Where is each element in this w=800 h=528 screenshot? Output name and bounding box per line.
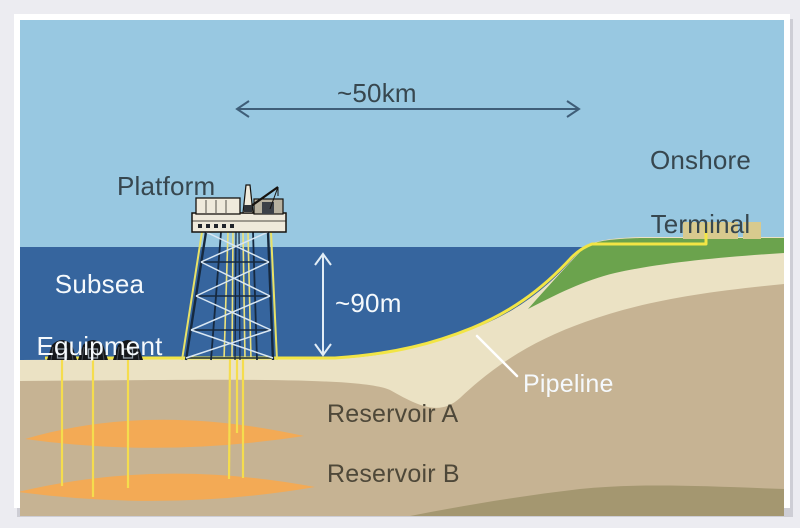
distance-label: ~50km <box>337 78 417 108</box>
onshore-terminal-label: Onshore Terminal <box>628 144 773 240</box>
onshore-terminal-line2: Terminal <box>650 209 751 239</box>
depth-arrow <box>314 252 332 357</box>
sky-region <box>20 20 784 247</box>
distance-arrow <box>235 100 581 118</box>
pipeline-leader-line <box>475 334 519 378</box>
deep-layer <box>410 485 784 516</box>
subsea-equipment-line1: Subsea <box>54 269 145 299</box>
terminal-building-large <box>683 222 738 239</box>
pipeline-path <box>45 224 708 360</box>
pipeline-label: Pipeline <box>523 370 614 398</box>
seabed-cream-layer <box>20 237 784 408</box>
well-lines <box>60 357 245 497</box>
onshore-terminal-line1: Onshore <box>649 145 752 175</box>
terminal-buildings <box>683 222 761 239</box>
reservoir-b-label: Reservoir B <box>327 460 460 488</box>
reservoir-a-shape <box>25 419 304 448</box>
terminal-building-small <box>743 222 761 239</box>
subsea-equipment-line2: Equipment <box>36 331 163 361</box>
depth-label: ~90m <box>335 288 402 318</box>
grass-land <box>528 238 784 309</box>
subsea-equipment-icons <box>47 340 143 361</box>
crane-icon <box>244 186 279 212</box>
reservoir-a-label: Reservoir A <box>327 400 459 428</box>
subsea-equipment-label: Subsea Equipment <box>22 269 177 362</box>
subsea-unit-icon <box>47 340 77 361</box>
subsea-unit-icon <box>78 340 108 361</box>
platform-label: Platform <box>117 171 216 201</box>
subsea-unit-icon <box>113 340 143 361</box>
platform-illustration <box>181 184 287 361</box>
